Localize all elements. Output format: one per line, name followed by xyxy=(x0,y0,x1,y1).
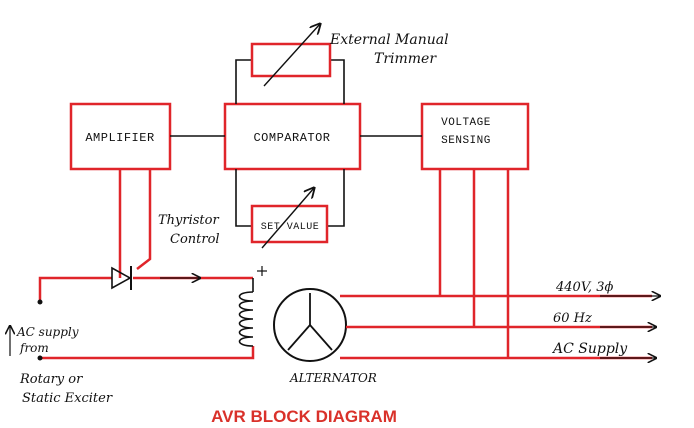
ac-supply-label-4: Static Exciter xyxy=(22,391,113,406)
ac-supply-label-1: AC supply xyxy=(16,325,79,339)
exciter-circuit xyxy=(10,278,255,361)
voltage-sensing-label-2: SENSING xyxy=(441,135,491,147)
thyristor-icon xyxy=(111,266,132,290)
alternator-icon xyxy=(273,288,347,362)
amplifier-output-lines xyxy=(118,169,152,278)
set-value-label: SET VALUE xyxy=(261,222,320,233)
trimmer-loop xyxy=(235,24,345,104)
field-coil-icon xyxy=(238,266,267,347)
trimmer-resistor xyxy=(250,42,332,78)
comparator-block: COMPARATOR xyxy=(223,102,362,171)
trimmer-label-1: External Manual xyxy=(329,32,449,48)
set-value-adjust-icon xyxy=(261,188,314,249)
variable-resistor-icon xyxy=(263,24,320,87)
alternator-label: ALTERNATOR xyxy=(289,371,377,385)
set-value-loop xyxy=(235,169,345,249)
output-supply-label: AC Supply xyxy=(551,341,628,357)
voltage-sensing-taps xyxy=(438,169,510,358)
ac-supply-label-3: Rotary or xyxy=(19,372,83,387)
output-frequency-label: 60 Hz xyxy=(553,311,592,326)
set-value-block xyxy=(250,204,329,244)
amplifier-label: AMPLIFIER xyxy=(85,131,154,145)
comparator-label: COMPARATOR xyxy=(253,131,330,145)
ac-supply-label-2: from xyxy=(19,341,49,355)
diagram-title: AVR BLOCK DIAGRAM xyxy=(211,407,397,426)
amplifier-block: AMPLIFIER xyxy=(69,102,172,171)
voltage-sensing-label-1: VOLTAGE xyxy=(441,117,491,129)
thyristor-label-2: Control xyxy=(170,232,220,247)
trimmer-label-2: Trimmer xyxy=(374,51,437,67)
output-voltage-label: 440V, 3ϕ xyxy=(555,280,613,295)
thyristor-label-1: Thyristor xyxy=(158,213,219,228)
output-lines xyxy=(340,296,660,358)
voltage-sensing-block: VOLTAGE SENSING xyxy=(420,102,530,171)
